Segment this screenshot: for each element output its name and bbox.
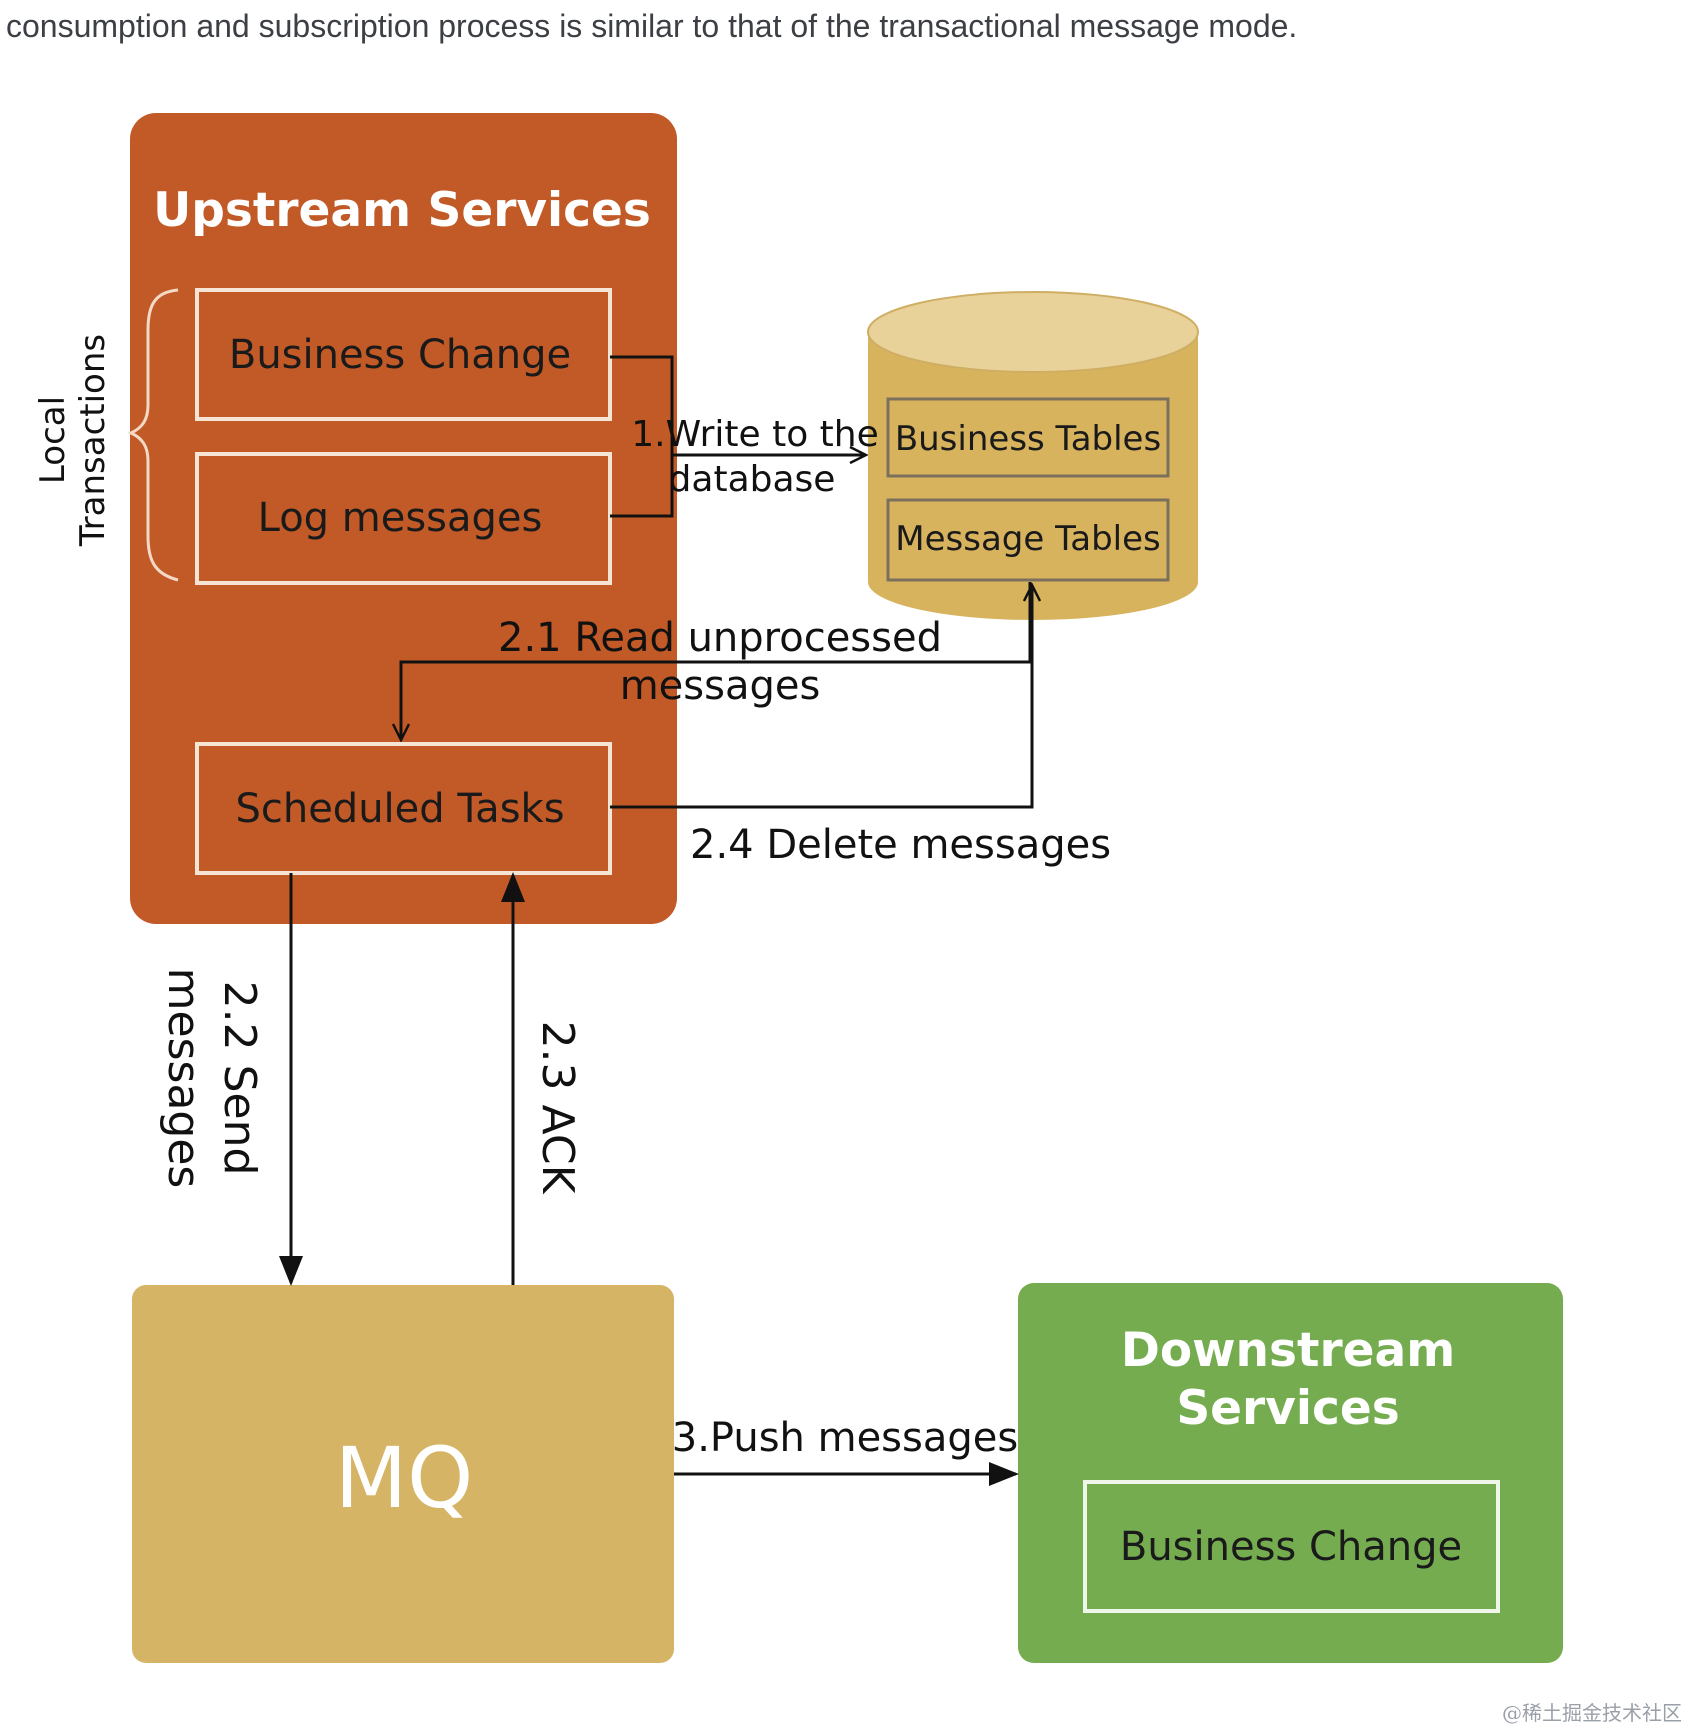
downstream-services-box <box>1018 1283 1563 1663</box>
scheduled-tasks-label: Scheduled Tasks <box>235 786 564 832</box>
flow-read-unprocessed: 2.1 Read unprocessed messages <box>401 582 1032 740</box>
send-messages-label-line2: messages <box>158 968 209 1189</box>
log-messages-label: Log messages <box>258 495 543 541</box>
flow-delete-messages: 2.4 Delete messages <box>610 585 1111 868</box>
flow-ack: 2.3 ACK <box>501 872 583 1285</box>
delete-messages-label: 2.4 Delete messages <box>690 822 1111 868</box>
flow-push-messages: 3.Push messages <box>672 1415 1019 1486</box>
read-unprocessed-label-line2: messages <box>620 663 821 709</box>
mq-box <box>132 1285 674 1663</box>
write-db-label-line1: 1.Write to the <box>631 414 879 455</box>
local-transactions-label-line1: Local <box>33 396 73 484</box>
business-tables-label: Business Tables <box>895 419 1161 459</box>
flow-write-to-database: 1.Write to the database <box>610 355 879 518</box>
watermark: @稀土掘金技术社区 <box>1502 1701 1682 1725</box>
downstream-services: Downstream Services Business Change <box>1018 1283 1563 1663</box>
write-db-connector <box>610 355 674 518</box>
read-unprocessed-label-line1: 2.1 Read unprocessed <box>498 615 942 661</box>
business-change-box <box>195 288 612 421</box>
mq: MQ <box>132 1285 674 1663</box>
intro-text: consumption and subscription process is … <box>6 8 1298 44</box>
upstream-services-box <box>130 113 677 924</box>
delete-messages-connector <box>610 585 1032 809</box>
send-messages-label-line1: 2.2 Send <box>214 981 265 1176</box>
mq-label: MQ <box>335 1429 474 1527</box>
log-messages-box <box>195 452 612 585</box>
downstream-services-title-line1: Downstream <box>1121 1323 1455 1378</box>
write-db-label-line2: database <box>669 459 836 500</box>
upstream-services: Upstream Services Business Change Log me… <box>130 113 677 924</box>
flow-send-messages: 2.2 Send messages <box>158 873 303 1286</box>
ack-label: 2.3 ACK <box>532 1021 583 1195</box>
downstream-services-title-line2: Services <box>1176 1381 1399 1436</box>
downstream-business-change-box <box>1083 1480 1500 1613</box>
business-change-label: Business Change <box>229 332 571 378</box>
business-tables-box <box>886 397 1170 478</box>
downstream-business-change-label: Business Change <box>1120 1524 1462 1570</box>
database: Business Tables Message Tables <box>867 291 1199 620</box>
local-transactions-brace <box>127 288 179 582</box>
read-unprocessed-connector <box>401 582 1032 740</box>
database-cylinder-top <box>868 292 1198 372</box>
upstream-services-title: Upstream Services <box>153 183 651 238</box>
push-messages-label: 3.Push messages <box>672 1415 1018 1461</box>
message-tables-label: Message Tables <box>895 519 1160 559</box>
message-tables-box <box>886 498 1170 582</box>
local-transactions-label-line2: Transactions <box>73 334 113 547</box>
